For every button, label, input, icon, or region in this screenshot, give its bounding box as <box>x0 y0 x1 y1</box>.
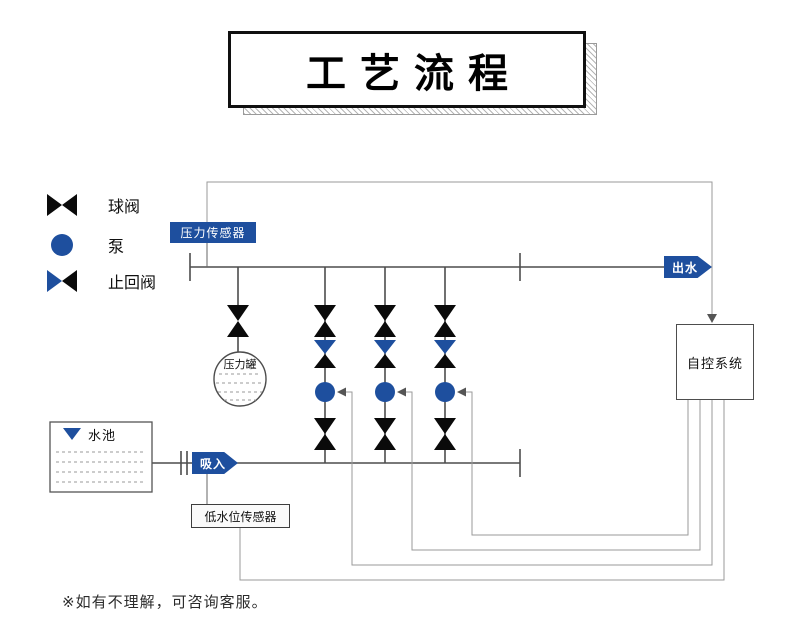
pressure-tank-label: 压力罐 <box>223 359 257 371</box>
outlet-arrow-label: 出水 <box>672 260 699 275</box>
pump-branch-1-devices <box>314 305 336 450</box>
pump-icon <box>315 382 335 402</box>
ball-valve-icon <box>314 418 336 450</box>
signal-arrowheads <box>337 314 717 397</box>
legend-label: 泵 <box>108 239 125 256</box>
valve-half <box>314 418 336 434</box>
pump-branch-3-devices <box>434 305 456 450</box>
check-valve-icon <box>434 340 456 368</box>
check-valve-icon <box>44 269 80 293</box>
valve-half <box>227 305 249 321</box>
valve-half <box>374 340 396 354</box>
water-level-icon <box>63 428 81 440</box>
valve-half <box>434 418 456 434</box>
legend-item-check-valve: 止回阀 <box>44 268 156 294</box>
pump1-arrow-icon <box>337 387 346 397</box>
ball-valve-icon <box>374 418 396 450</box>
ball-valve-icon <box>374 305 396 337</box>
water-tank-fill-lines <box>56 451 146 483</box>
pump1-signal-line <box>346 391 713 566</box>
low-level-sensor-label: 低水位传感器 <box>191 504 290 528</box>
check-valve-icon <box>314 340 336 368</box>
valve-half <box>434 340 456 354</box>
water-tank <box>49 421 153 493</box>
ball-valve-icon <box>227 305 249 337</box>
pump3-signal-line <box>466 391 689 536</box>
pump3-arrow-icon <box>457 387 466 397</box>
page-title: 工艺流程 <box>306 51 522 96</box>
valve-half <box>374 418 396 434</box>
valve-half <box>314 321 336 337</box>
pressure-tank-fill-lines <box>216 373 264 401</box>
legend-label: 球阀 <box>108 199 141 216</box>
title-banner: 工艺流程 <box>228 31 586 108</box>
valve-half <box>434 434 456 450</box>
water-tank-label: 水池 <box>88 428 117 443</box>
pump-icon <box>375 382 395 402</box>
control-system-box: 自控系统 <box>676 324 754 400</box>
legend-item-ball-valve: 球阀 <box>44 192 156 218</box>
pressure-sensor-signal-line <box>206 181 713 320</box>
check-valve-icon <box>374 340 396 368</box>
ball-valve-icon <box>434 305 456 337</box>
control-in-arrow-icon <box>707 314 717 323</box>
legend-label: 止回阀 <box>108 275 157 292</box>
valve-half <box>434 354 456 368</box>
signal-lines <box>206 181 725 581</box>
pump-icon <box>435 382 455 402</box>
low-sensor-signal-line <box>239 398 725 581</box>
valve-half <box>374 354 396 368</box>
valve-half <box>314 354 336 368</box>
suction-arrow: 吸入 <box>192 452 238 474</box>
pump-branch-2-devices <box>374 305 396 450</box>
pump2-signal-line <box>406 391 701 551</box>
valve-half <box>314 305 336 321</box>
pressure-sensor-label: 压力传感器 <box>170 222 256 243</box>
valve-half <box>314 434 336 450</box>
valve-half <box>314 340 336 354</box>
pipe-union-icon <box>180 451 188 475</box>
valve-half <box>374 321 396 337</box>
valve-half <box>374 434 396 450</box>
valve-half <box>374 305 396 321</box>
legend: 球阀 泵 止回阀 <box>44 192 156 308</box>
legend-item-pump: 泵 <box>44 232 156 258</box>
pump-icon <box>44 232 80 258</box>
valve-half <box>227 321 249 337</box>
footer-note: ※如有不理解，可咨询客服。 <box>62 594 268 611</box>
valve-half <box>434 305 456 321</box>
ball-valve-icon <box>434 418 456 450</box>
pump2-arrow-icon <box>397 387 406 397</box>
valve-half <box>434 321 456 337</box>
outlet-arrow: 出水 <box>664 256 712 278</box>
suction-arrow-label: 吸入 <box>200 456 227 471</box>
ball-valve-icon <box>44 193 80 217</box>
ball-valve-icon <box>314 305 336 337</box>
